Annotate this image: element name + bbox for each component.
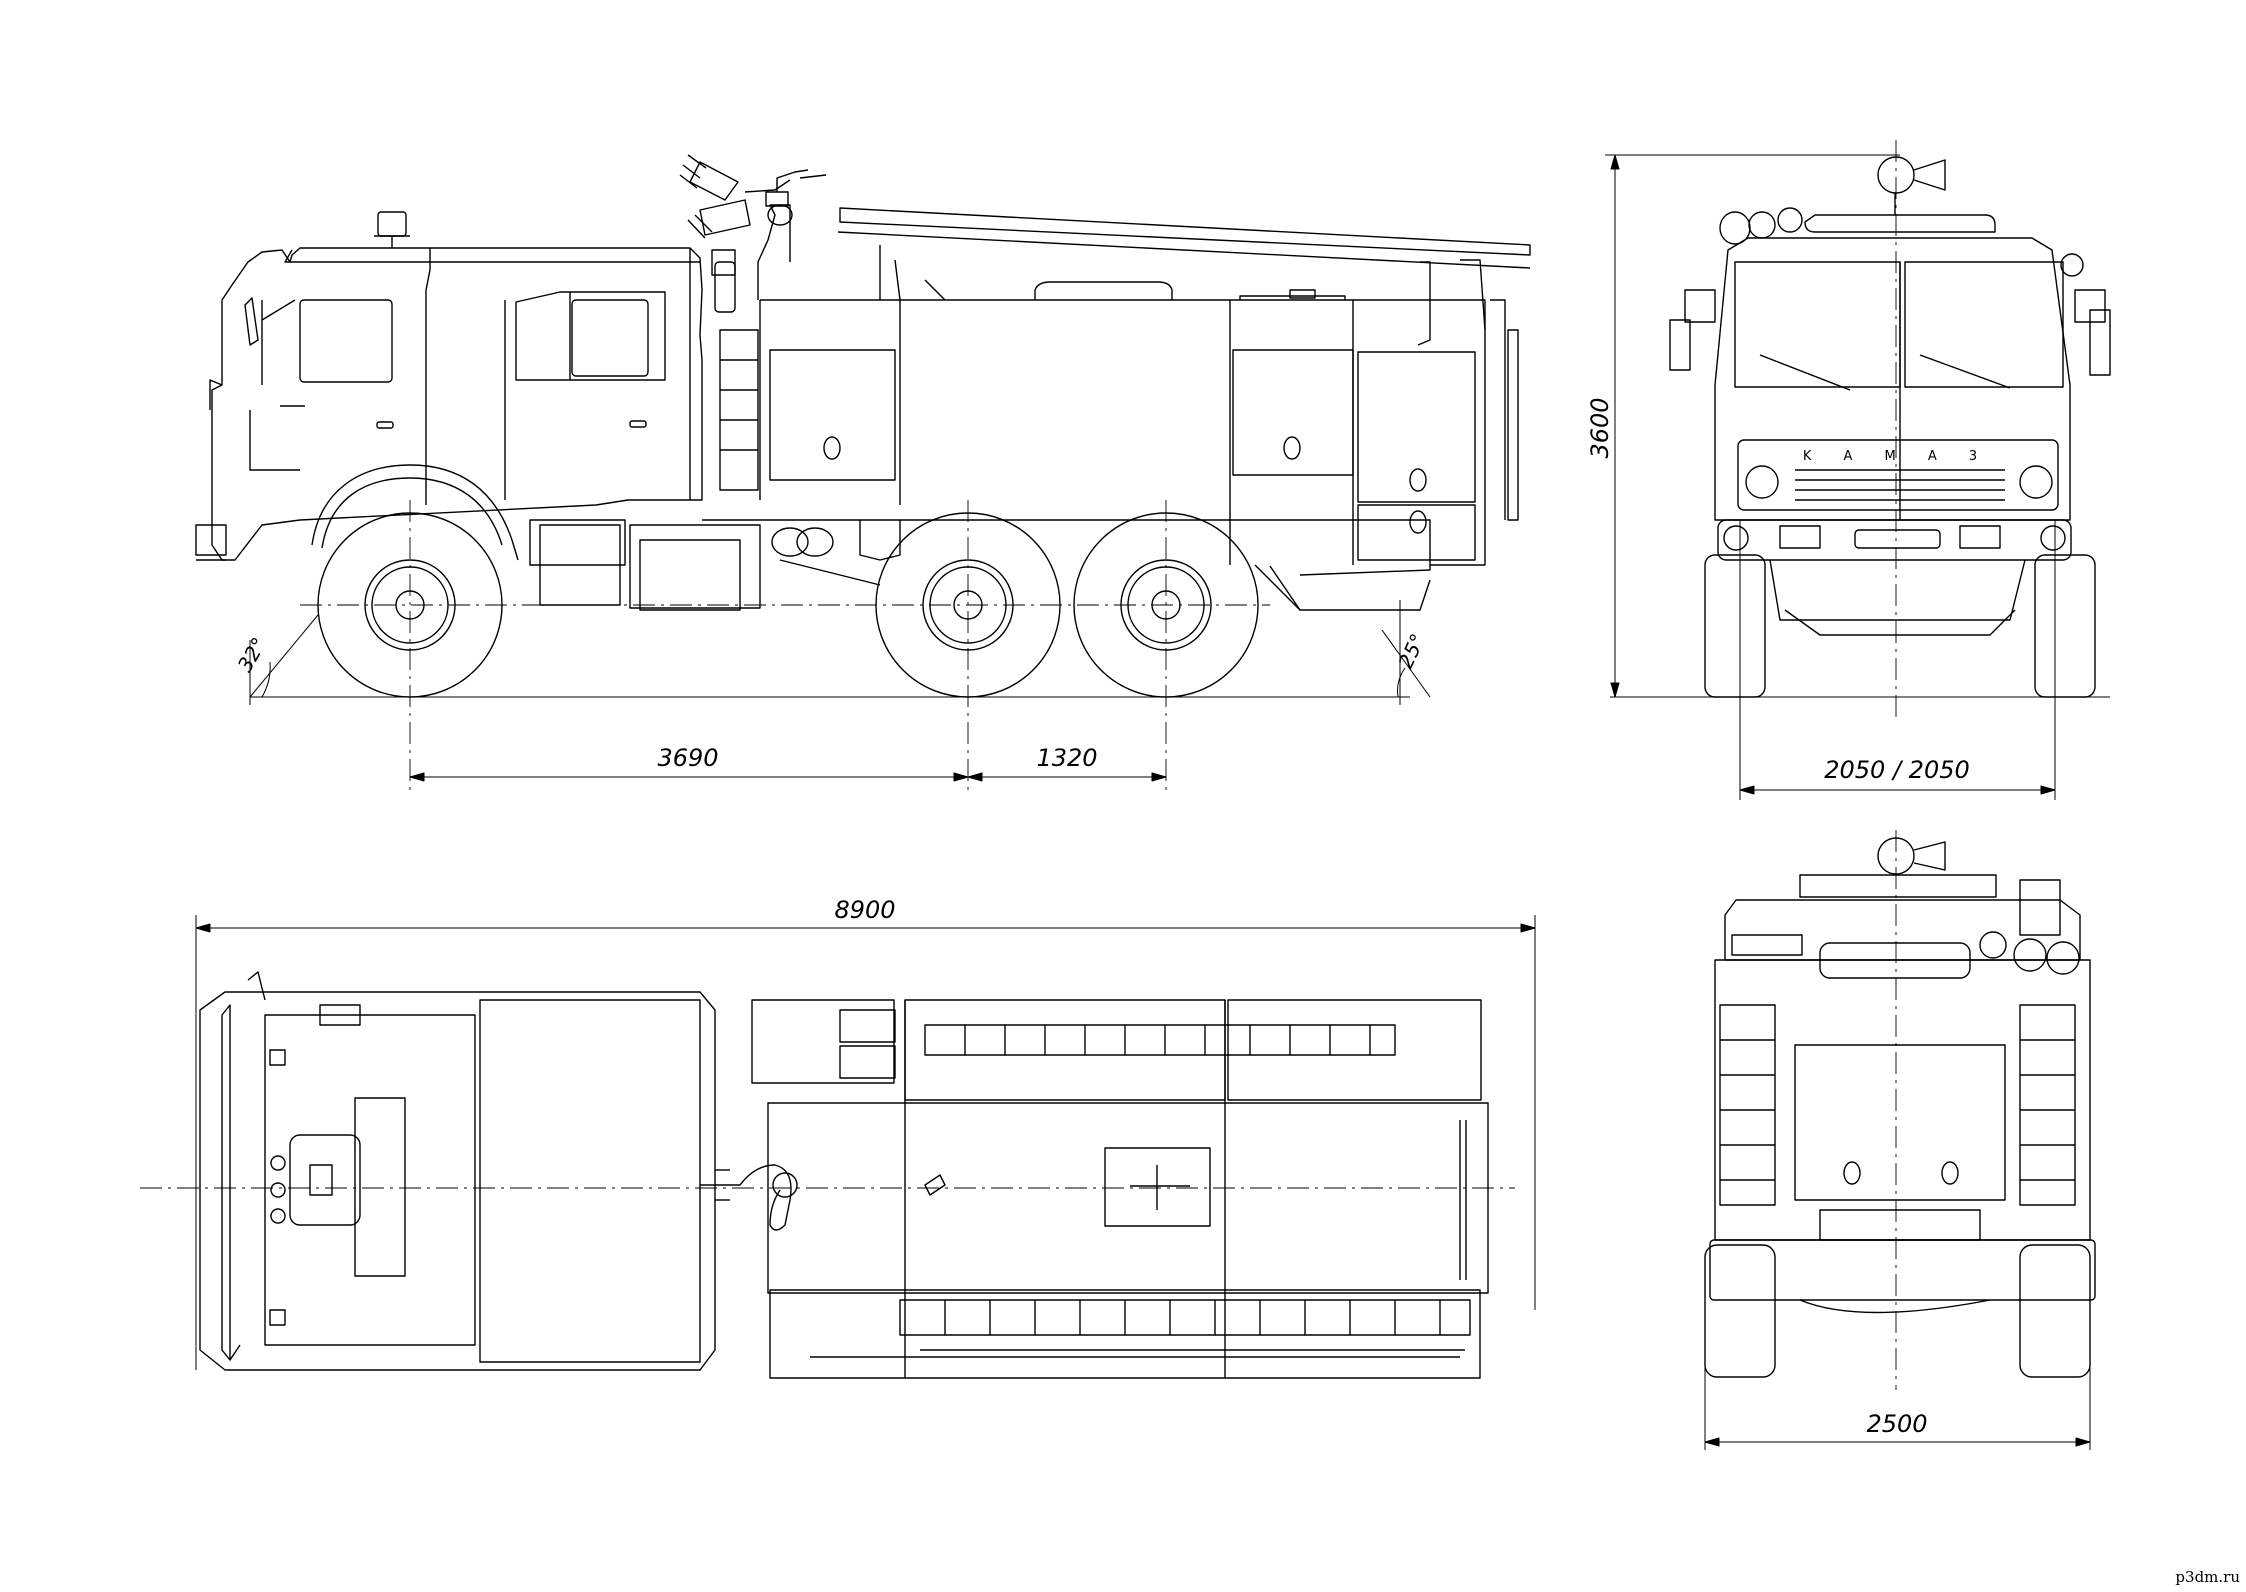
top-hatch: [1104, 1147, 1211, 1227]
watermark: p3dm.ru: [2175, 1568, 2240, 1586]
side-cab-window-rear-1: [571, 299, 649, 377]
dim-overall-width: 2500: [1866, 1410, 1927, 1438]
side-cab: [211, 247, 703, 561]
side-body: [759, 299, 1486, 566]
front-grille-badge: K A M A 3: [1803, 449, 1991, 464]
dim-approach-angle: 32°: [233, 633, 272, 676]
top-body-right: [769, 1289, 1481, 1379]
front-view: [1605, 140, 2111, 800]
dim-wheelbase-front: 3690: [657, 744, 718, 772]
front-cab: [1714, 237, 2071, 521]
side-view: [195, 154, 1531, 790]
rear-wheel-right: [2019, 1244, 2091, 1378]
side-chassis: [702, 519, 1431, 576]
top-view: [140, 915, 1536, 1379]
rear-wheel-left: [1704, 1244, 1776, 1378]
water-cannon: [679, 154, 827, 300]
side-front-wheel-arch: [311, 464, 519, 561]
side-roof-beacon: [377, 211, 407, 237]
dim-wheelbase-rear: 1320: [1036, 744, 1097, 772]
dim-departure-angle: 25°: [1393, 630, 1430, 672]
rear-body: [1714, 959, 2091, 1241]
dim-track: 2050 / 2050: [1824, 756, 1970, 784]
top-ladder-left: [924, 1024, 1396, 1056]
side-roof-ladder: [839, 207, 1531, 256]
dim-overall-length: 8900: [834, 896, 895, 924]
side-cab-window-front: [299, 299, 393, 383]
top-ladder-right: [899, 1299, 1471, 1336]
top-cab: [199, 991, 716, 1371]
front-grille: [1737, 439, 2059, 511]
rear-view: [1704, 830, 2096, 1450]
side-rear-ladder: [719, 329, 759, 491]
front-bumper: [1717, 519, 2072, 561]
dim-height: 3600: [1586, 397, 1614, 458]
